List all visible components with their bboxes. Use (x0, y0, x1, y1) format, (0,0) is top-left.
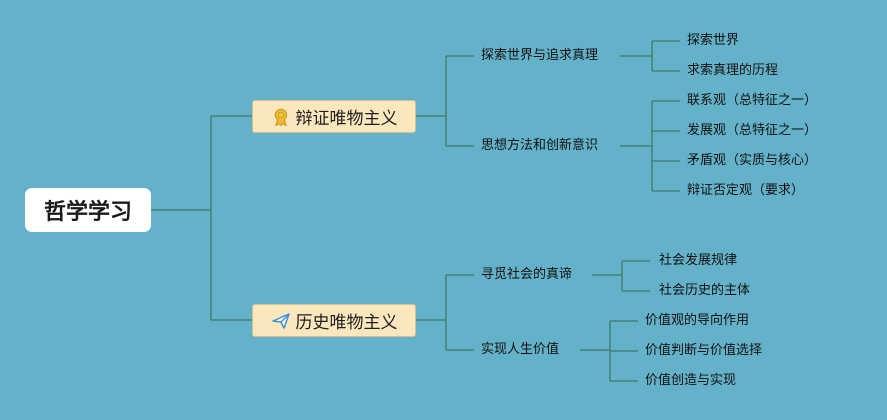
connector-root (151, 115, 252, 321)
leaf-node[interactable]: 探索世界 (687, 33, 740, 48)
subtopic-thinking-method-innovation[interactable]: 思想方法和创新意识 (481, 138, 599, 153)
branch-node-historical-materialism[interactable]: 历史唯物主义 (252, 304, 416, 337)
award-medal-icon (271, 107, 291, 127)
leaf-node[interactable]: 矛盾观（实质与核心） (687, 153, 818, 168)
root-node[interactable]: 哲学学习 (25, 188, 151, 232)
connector-sub-2-2 (580, 320, 638, 382)
leaf-node[interactable]: 辩证否定观（要求） (687, 183, 805, 198)
subtopic-realize-life-value[interactable]: 实现人生价值 (481, 342, 560, 357)
leaf-node[interactable]: 社会历史的主体 (659, 283, 751, 298)
leaf-node[interactable]: 联系观（总特征之一） (687, 93, 818, 108)
paper-plane-icon (271, 311, 291, 331)
connector-branch-2 (416, 274, 474, 351)
connector-sub-2-1 (592, 260, 650, 292)
leaf-node[interactable]: 社会发展规律 (659, 253, 738, 268)
root-label: 哲学学习 (43, 200, 132, 225)
branch-node-dialectical-materialism[interactable]: 辩证唯物主义 (252, 100, 416, 133)
subtopic-seek-social-truth[interactable]: 寻觅社会的真谛 (481, 267, 573, 282)
leaf-node[interactable]: 价值观的导向作用 (645, 313, 750, 328)
subtopic-explore-world-truth[interactable]: 探索世界与追求真理 (481, 48, 599, 63)
connector-sub-1-1 (620, 40, 680, 72)
leaf-node[interactable]: 求索真理的历程 (687, 63, 779, 78)
leaf-node[interactable]: 价值判断与价值选择 (645, 343, 763, 358)
branch-label: 历史唯物主义 (295, 313, 398, 333)
leaf-node[interactable]: 发展观（总特征之一） (687, 123, 818, 138)
connector-branch-1 (416, 55, 474, 147)
leaf-node[interactable]: 价值创造与实现 (645, 373, 737, 388)
connector-sub-1-2 (620, 100, 680, 192)
branch-label: 辩证唯物主义 (295, 109, 398, 129)
